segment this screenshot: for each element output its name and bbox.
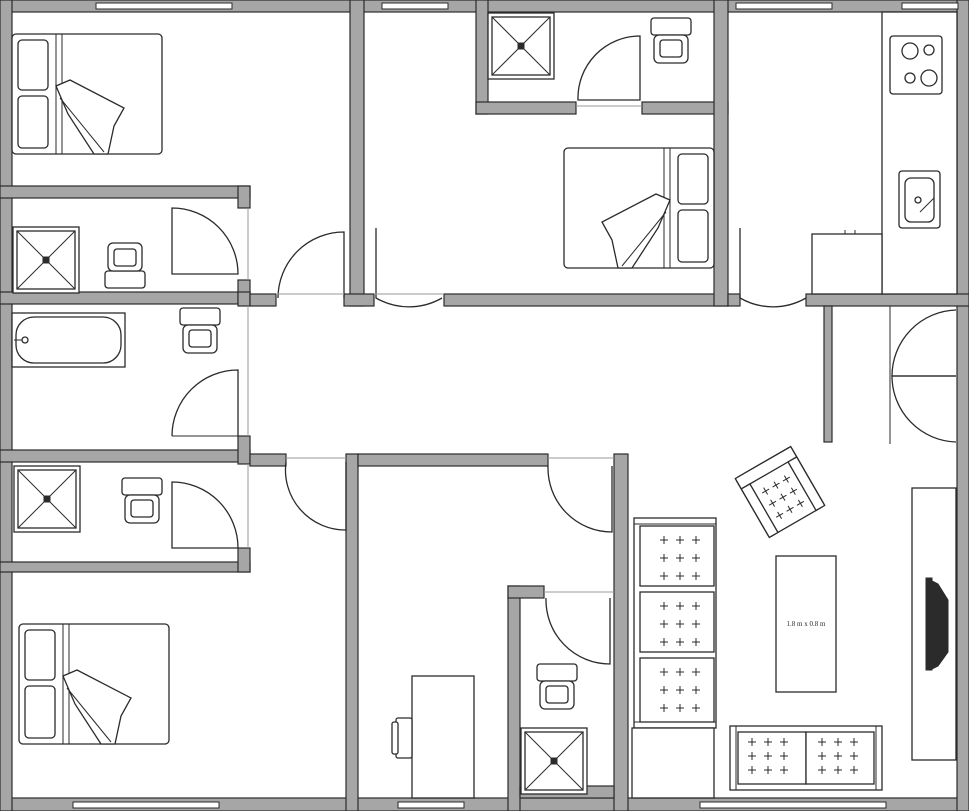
toilet-top	[650, 17, 692, 64]
coffee-table: 1.8 m x 0.8 m	[775, 555, 837, 693]
toilet-bottom	[536, 663, 578, 710]
bed-bottom-left	[18, 623, 170, 745]
bed-top-middle	[563, 147, 715, 269]
cooktop-icon	[889, 35, 943, 95]
toilet-left-2	[179, 307, 221, 354]
shower-bottom	[520, 727, 588, 795]
sink-icon	[898, 170, 941, 229]
desk	[411, 675, 475, 799]
shower-left-3	[13, 465, 81, 533]
shower-left-1	[12, 226, 80, 294]
shower-top	[487, 12, 555, 80]
toilet-left-3	[121, 477, 163, 524]
sofa-base-unit	[631, 727, 715, 799]
armchair	[734, 445, 826, 539]
toilet-left-1	[104, 242, 146, 289]
coffee-table-label: 1.8 m x 0.8 m	[787, 620, 826, 628]
tv-icon	[925, 577, 949, 671]
windows	[72, 2, 959, 809]
desk-chair	[391, 717, 413, 759]
doors	[171, 35, 957, 665]
bathtub	[11, 312, 126, 368]
bed-top-left	[11, 33, 163, 155]
loveseat	[729, 725, 883, 791]
sofa-vertical	[633, 517, 717, 729]
